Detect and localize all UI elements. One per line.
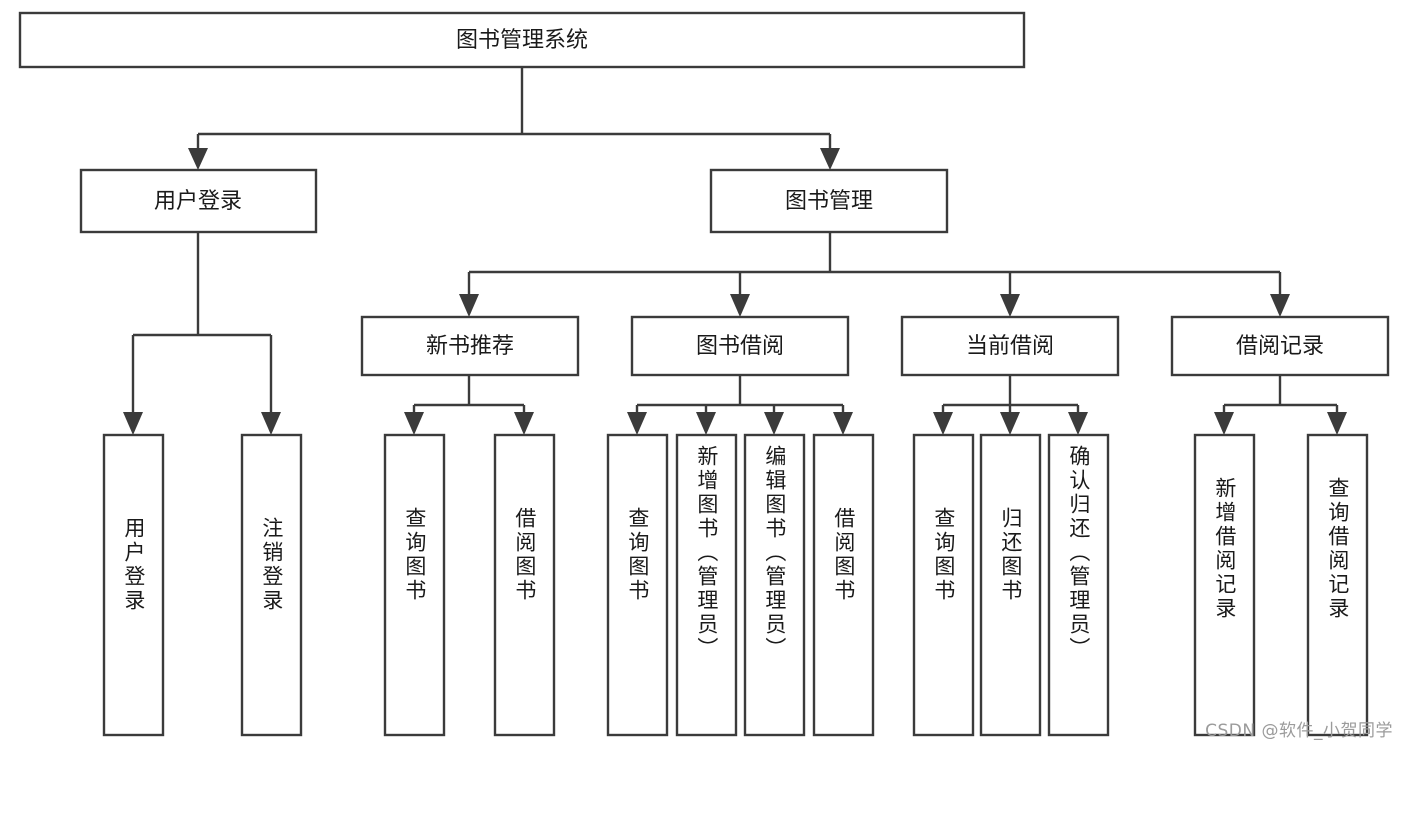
- arrow-head-book-manage: [820, 148, 840, 170]
- arrow-head-leaf-query-book-1: [404, 412, 424, 435]
- arrow-head-current-borrow: [1000, 294, 1020, 317]
- node-leaf-confirm-return-admin[interactable]: [1047, 433, 1110, 737]
- node-book-borrow[interactable]: [630, 315, 850, 377]
- connector-layer: [123, 67, 1347, 435]
- node-leaf-query-book-1[interactable]: [383, 433, 446, 737]
- arrow-head-leaf-add-record: [1214, 412, 1234, 435]
- node-current-borrow-label: 当前借阅: [966, 334, 1054, 359]
- arrow-head-leaf-add-book: [696, 412, 716, 435]
- hierarchy-diagram: 图书管理系统 用户登录 图书管理 新书推荐 图书借阅 当前借阅 借阅记录: [18, 11, 1390, 737]
- arrow-head-leaf-confirm-return: [1068, 412, 1088, 435]
- arrow-head-leaf-edit-book: [764, 412, 784, 435]
- csdn-watermark: CSDN @软件_小贺同学: [1205, 721, 1393, 741]
- node-leaf-borrow-book-2[interactable]: [812, 433, 875, 737]
- arrow-head-leaf-query-record: [1327, 412, 1347, 435]
- arrow-head-borrow-record: [1270, 294, 1290, 317]
- arrow-head-leaf-user-login: [123, 412, 143, 435]
- node-leaf-edit-book-admin[interactable]: [743, 433, 806, 737]
- node-layer: 图书管理系统 用户登录 图书管理 新书推荐 图书借阅 当前借阅 借阅记录: [18, 11, 1390, 737]
- node-leaf-add-book-admin[interactable]: [675, 433, 738, 737]
- node-root-label: 图书管理系统: [456, 28, 588, 53]
- node-leaf-return-book[interactable]: [979, 433, 1042, 737]
- node-book-borrow-label: 图书借阅: [696, 334, 784, 359]
- node-leaf-add-borrow-record[interactable]: [1193, 433, 1256, 737]
- diagram-canvas: 图书管理系统 用户登录 图书管理 新书推荐 图书借阅 当前借阅 借阅记录: [18, 11, 1393, 741]
- node-leaf-borrow-book-1[interactable]: [493, 433, 556, 737]
- arrow-head-leaf-query-book-2: [627, 412, 647, 435]
- node-new-book-recommend[interactable]: [360, 315, 580, 377]
- node-current-borrow[interactable]: [900, 315, 1120, 377]
- node-new-book-recommend-label: 新书推荐: [426, 334, 514, 359]
- node-leaf-query-book-2[interactable]: [606, 433, 669, 737]
- node-borrow-record-label: 借阅记录: [1236, 334, 1324, 359]
- arrow-head-leaf-borrow-book-1: [514, 412, 534, 435]
- node-leaf-query-borrow-record[interactable]: [1306, 433, 1369, 737]
- arrow-head-user-login: [188, 148, 208, 170]
- node-leaf-query-book-3[interactable]: [912, 433, 975, 737]
- node-root-book-management-system[interactable]: [18, 11, 1026, 69]
- arrow-head-leaf-borrow-book-2: [833, 412, 853, 435]
- node-user-login[interactable]: [79, 168, 318, 234]
- node-user-login-label: 用户登录: [154, 189, 242, 214]
- arrow-head-leaf-logout: [261, 412, 281, 435]
- node-book-management-label: 图书管理: [785, 189, 873, 214]
- node-leaf-user-login[interactable]: [102, 433, 165, 737]
- node-leaf-logout[interactable]: [240, 433, 303, 737]
- arrow-head-leaf-query-book-3: [933, 412, 953, 435]
- arrow-head-new-book-rec: [459, 294, 479, 317]
- arrow-head-book-borrow: [730, 294, 750, 317]
- arrow-head-leaf-return-book: [1000, 412, 1020, 435]
- node-book-management[interactable]: [709, 168, 949, 234]
- node-borrow-record[interactable]: [1170, 315, 1390, 377]
